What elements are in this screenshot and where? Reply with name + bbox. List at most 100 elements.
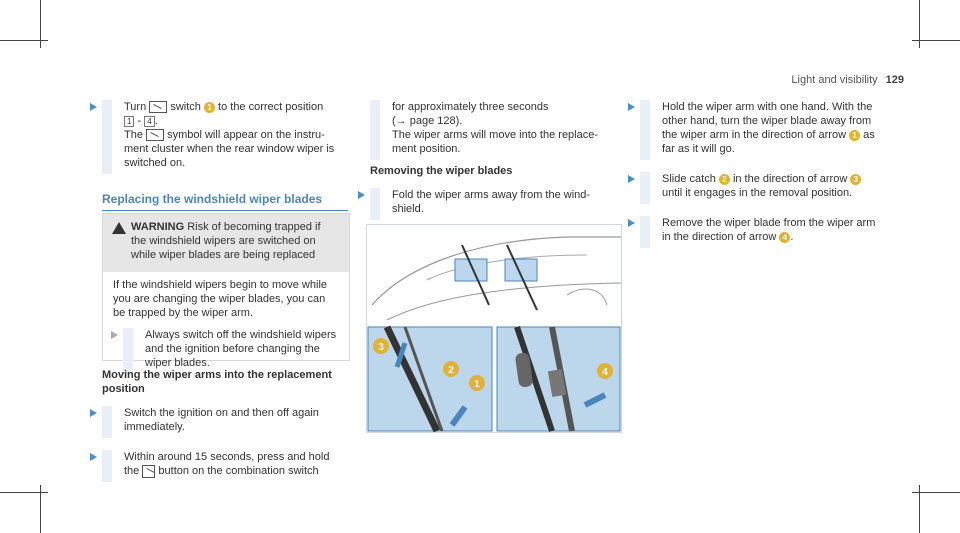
rear-wiper-icon bbox=[149, 101, 168, 114]
step-text: as bbox=[863, 129, 875, 141]
step-switch-ignition: Switch the ignition on and then off agai… bbox=[90, 406, 352, 438]
callout-4-label: 4 bbox=[602, 367, 608, 378]
step-text: in the direction of arrow bbox=[662, 231, 777, 243]
crop-mark bbox=[0, 40, 48, 41]
step-continued: for approximately three seconds (→ page … bbox=[370, 100, 620, 160]
step-text: (→ page 128). bbox=[392, 115, 463, 127]
step-text: Turn bbox=[124, 101, 147, 113]
step-bar bbox=[102, 406, 112, 438]
step-text: wiper blades. bbox=[145, 357, 210, 369]
step-text: Switch the ignition on and then off agai… bbox=[124, 407, 319, 419]
warning-text: Risk of becoming trapped if bbox=[187, 221, 321, 233]
step-text: The wiper arms will move into the replac… bbox=[392, 129, 599, 141]
section-title: Replacing the windshield wiper blades bbox=[102, 192, 348, 211]
callout-1-icon: 1 bbox=[203, 101, 215, 113]
step-text: ment cluster when the rear window wiper … bbox=[124, 143, 335, 155]
subheading: Moving the wiper arms into the replaceme… bbox=[102, 369, 332, 381]
column-1-lower: Moving the wiper arms into the replaceme… bbox=[90, 368, 352, 494]
step-text: the wiper arm in the direction of arrow bbox=[662, 129, 847, 141]
rear-wiper-icon bbox=[146, 129, 165, 142]
step-fold-arms: Fold the wiper arms away from the wind- … bbox=[358, 188, 620, 220]
step-text: ment position. bbox=[392, 143, 461, 155]
callout-1-icon bbox=[469, 375, 485, 391]
step-bar bbox=[370, 100, 380, 160]
step-text: for approximately three seconds bbox=[392, 101, 549, 113]
step-text: shield. bbox=[392, 203, 424, 215]
page-number: 129 bbox=[885, 74, 904, 86]
step-arrow-icon bbox=[90, 103, 97, 111]
section-name: Light and visibility bbox=[791, 74, 878, 86]
callout-4-icon bbox=[597, 363, 613, 379]
step-arrow-icon bbox=[111, 331, 118, 339]
step-text: Within around 15 seconds, press and hold bbox=[124, 451, 330, 463]
warning-body: you are changing the wiper blades, you c… bbox=[113, 293, 326, 305]
step-arrow-icon bbox=[628, 175, 635, 183]
warning-step: Always switch off the windshield wipers … bbox=[111, 328, 339, 374]
step-text: other hand, turn the wiper blade away fr… bbox=[662, 115, 872, 127]
highlight-box bbox=[454, 258, 488, 282]
warning-body: If the windshield wipers begin to move w… bbox=[113, 279, 328, 291]
step-text: . bbox=[790, 231, 794, 243]
step-text: Slide catch bbox=[662, 173, 716, 185]
crop-mark bbox=[919, 0, 920, 48]
column-3: Hold the wiper arm with one hand. With t… bbox=[628, 100, 900, 260]
step-text: Fold the wiper arms away from the wind- bbox=[392, 189, 591, 201]
step-press-hold: Within around 15 seconds, press and hold… bbox=[90, 450, 352, 482]
callout-3-icon bbox=[373, 338, 389, 354]
step-arrow-icon bbox=[358, 191, 365, 199]
crop-mark bbox=[919, 485, 920, 533]
step-text: far as it will go. bbox=[662, 143, 735, 155]
step-text: The bbox=[124, 129, 143, 141]
crop-mark bbox=[912, 492, 960, 493]
crop-mark bbox=[40, 0, 41, 48]
subheading: Removing the wiper blades bbox=[370, 165, 513, 177]
warning-label: WARNING bbox=[131, 221, 185, 233]
step-text: button on the combination switch bbox=[158, 465, 319, 477]
running-header: Light and visibility 129 bbox=[791, 74, 904, 86]
step-arrow-icon bbox=[90, 409, 97, 417]
step-text: symbol will appear on the instru- bbox=[167, 129, 325, 141]
step-text: Always switch off the windshield wipers bbox=[145, 329, 337, 341]
step-remove-blade: Remove the wiper blade from the wiper ar… bbox=[628, 216, 900, 248]
crop-mark bbox=[0, 492, 48, 493]
callout-2-icon bbox=[443, 361, 459, 377]
step-text: Hold the wiper arm with one hand. With t… bbox=[662, 101, 873, 113]
step-arrow-icon bbox=[90, 453, 97, 461]
column-1: Turn switch 1 to the correct position 1 … bbox=[90, 100, 352, 186]
wiper-illustration-svg: 3 2 1 4 bbox=[367, 236, 622, 433]
callout-3-icon: 3 bbox=[850, 173, 862, 185]
callout-2-icon: 2 bbox=[718, 173, 730, 185]
step-text: switch bbox=[170, 101, 201, 113]
crop-mark bbox=[40, 485, 41, 533]
callout-1-icon: 1 bbox=[849, 129, 861, 141]
warning-triangle-icon bbox=[112, 222, 126, 234]
step-arrow-icon bbox=[628, 219, 635, 227]
column-2: for approximately three seconds (→ page … bbox=[358, 100, 620, 232]
step-bar bbox=[640, 100, 650, 160]
position-key-1: 1 bbox=[124, 115, 135, 127]
wiper-illustration: 3 2 1 4 bbox=[366, 224, 622, 433]
warning-text: the windshield wipers are switched on bbox=[131, 235, 316, 247]
dash-text: - bbox=[137, 115, 142, 127]
step-text: immediately. bbox=[124, 421, 185, 433]
warning-text: while wiper blades are being replaced bbox=[131, 249, 316, 261]
step-text: Remove the wiper blade from the wiper ar… bbox=[662, 217, 876, 229]
step-bar bbox=[640, 172, 650, 204]
step-text: in the direction of arrow bbox=[732, 173, 848, 185]
step-hold-arm: Hold the wiper arm with one hand. With t… bbox=[628, 100, 900, 160]
step-bar bbox=[370, 188, 380, 220]
step-bar bbox=[102, 450, 112, 482]
step-text: until it engages in the removal position… bbox=[662, 187, 853, 199]
warning-body: be trapped by the wiper arm. bbox=[113, 307, 254, 319]
warning-box: WARNING Risk of becoming trapped if the … bbox=[102, 213, 350, 374]
callout-3-label: 3 bbox=[378, 342, 384, 353]
step-slide-catch: Slide catch 2 in the direction of arrow … bbox=[628, 172, 900, 204]
step-bar bbox=[640, 216, 650, 248]
callout-1-label: 1 bbox=[474, 379, 480, 390]
callout-4-icon: 4 bbox=[779, 231, 791, 243]
step-bar bbox=[123, 328, 133, 374]
step-text: and the ignition before changing the bbox=[145, 343, 320, 355]
step-text: switched on. bbox=[124, 157, 186, 169]
wiper-button-icon bbox=[142, 464, 156, 478]
step-arrow-icon bbox=[628, 103, 635, 111]
